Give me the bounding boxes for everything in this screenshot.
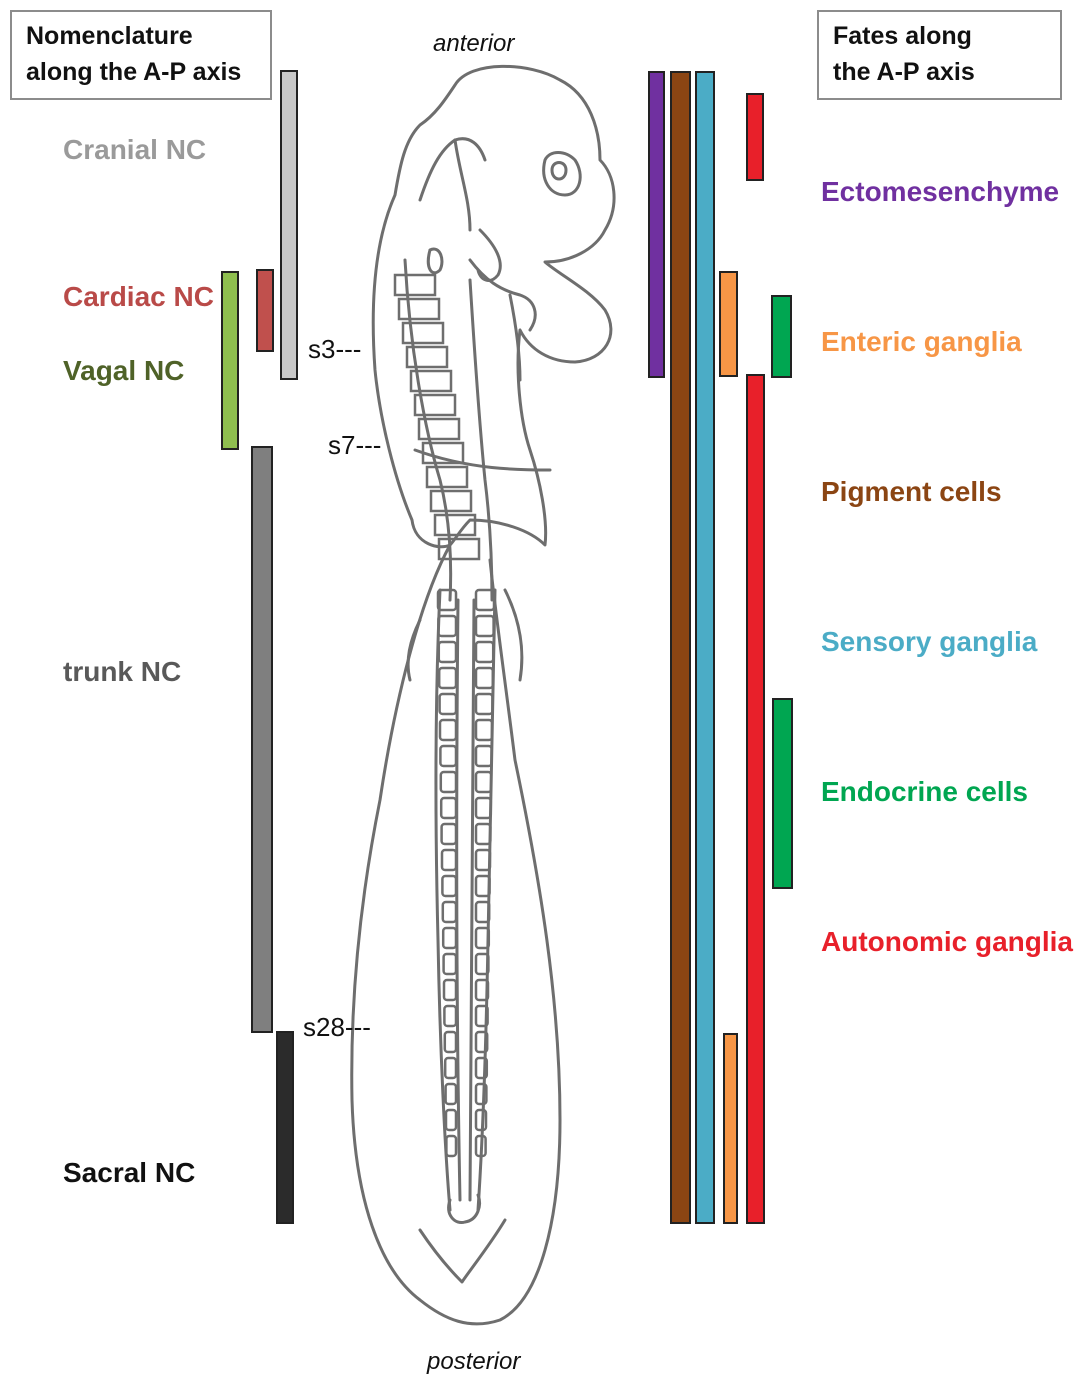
somite-block <box>476 798 491 818</box>
somite-block <box>395 275 435 295</box>
ectomesenchyme-label: Ectomesenchyme <box>821 176 1059 208</box>
somite-block <box>476 694 492 714</box>
somite-block <box>476 668 493 688</box>
autonomic-ganglia-label: Autonomic ganglia <box>821 926 1073 958</box>
somite-block <box>444 954 456 974</box>
cardiac-nc-label: Cardiac NC <box>63 281 214 313</box>
somite-block <box>476 616 494 636</box>
somite-block <box>443 928 456 948</box>
anterior-label: anterior <box>433 30 514 58</box>
somite-block <box>476 720 492 740</box>
somite-block <box>446 1136 456 1156</box>
endocrine-cells-bar-upper <box>771 295 792 378</box>
somite-block <box>476 642 493 662</box>
somite-block <box>444 980 456 1000</box>
posterior-label: posterior <box>427 1348 520 1376</box>
somite-block <box>445 1032 456 1052</box>
enteric-ganglia-bar-lower <box>723 1033 738 1224</box>
endocrine-cells-bar-lower <box>772 698 793 889</box>
nomenclature-header-line1: Nomenclature <box>26 18 270 54</box>
somite-block <box>442 876 456 896</box>
somite-block <box>445 1058 456 1078</box>
somite-block <box>441 798 456 818</box>
cranial-nc-bar <box>280 70 298 380</box>
sacral-nc-label: Sacral NC <box>63 1157 195 1189</box>
somite-block <box>403 323 443 343</box>
sensory-ganglia-label: Sensory ganglia <box>821 626 1037 658</box>
nomenclature-header-line2: along the A-P axis <box>26 54 270 90</box>
somite-block <box>435 515 475 535</box>
somite-block <box>431 491 471 511</box>
enteric-ganglia-label: Enteric ganglia <box>821 326 1022 358</box>
somite-block <box>444 1006 456 1026</box>
enteric-ganglia-bar-upper <box>719 271 738 377</box>
somite-s7-marker: s7--- <box>328 430 381 461</box>
somite-block <box>476 746 492 766</box>
fates-header-line1: Fates along <box>833 18 1060 54</box>
somite-block <box>440 746 456 766</box>
somite-block <box>446 1110 456 1130</box>
autonomic-ganglia-bar-upper <box>746 93 764 181</box>
ectomesenchyme-bar <box>648 71 665 378</box>
trunk-nc-label: trunk NC <box>63 656 181 688</box>
somite-block <box>427 467 467 487</box>
vagal-nc-label: Vagal NC <box>63 355 184 387</box>
somite-block <box>399 299 439 319</box>
somite-block <box>438 616 456 636</box>
somite-block <box>476 850 490 870</box>
nomenclature-header-box: Nomenclature along the A-P axis <box>10 10 272 100</box>
somite-block <box>476 824 490 844</box>
cardiac-nc-bar <box>256 269 274 352</box>
cranial-nc-label: Cranial NC <box>63 134 206 166</box>
endocrine-cells-label: Endocrine cells <box>821 776 1028 808</box>
somite-block <box>446 1084 456 1104</box>
somite-block <box>440 694 456 714</box>
somite-s3-marker: s3--- <box>308 334 361 365</box>
fates-header-box: Fates along the A-P axis <box>817 10 1062 100</box>
somite-block <box>439 642 456 662</box>
vagal-nc-bar <box>221 271 239 450</box>
sacral-nc-bar <box>276 1031 294 1224</box>
autonomic-ganglia-bar-main <box>746 374 765 1224</box>
sensory-ganglia-bar <box>695 71 715 1224</box>
pigment-cells-label: Pigment cells <box>821 476 1002 508</box>
somite-block <box>440 720 456 740</box>
somite-block <box>442 850 456 870</box>
somite-block <box>443 902 456 922</box>
trunk-nc-bar <box>251 446 273 1033</box>
somite-s28-marker: s28--- <box>303 1012 371 1043</box>
somite-block <box>441 772 456 792</box>
somite-block <box>476 772 491 792</box>
somite-block <box>442 824 456 844</box>
somite-block <box>439 668 456 688</box>
fates-header-line2: the A-P axis <box>833 54 1060 90</box>
pigment-cells-bar <box>670 71 691 1224</box>
